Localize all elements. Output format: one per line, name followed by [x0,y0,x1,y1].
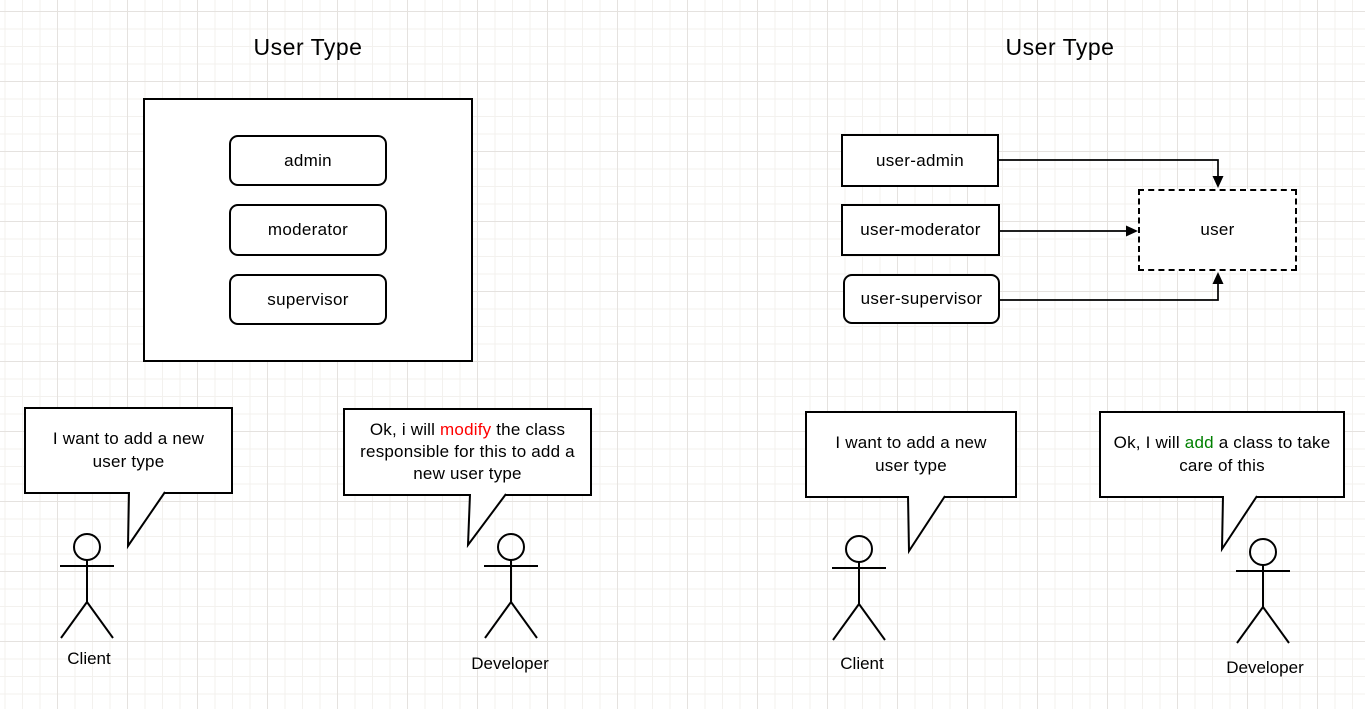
left-diagram-title: User Type [253,34,363,60]
left-client-speech-text: I want to add a new user type [52,429,205,471]
arrow-user-admin-to-user[interactable] [999,159,1224,188]
right-developer-label: Developer [1226,658,1304,677]
left-box-admin-label: admin [284,150,332,170]
right-diagram-title: User Type [1005,34,1115,60]
left-client-figure[interactable] [57,532,117,640]
left-developer-label: Developer [471,654,549,673]
right-box-user-label: user [1200,220,1235,239]
right-client-figure[interactable] [829,534,889,642]
right-box-user[interactable]: user [1138,189,1297,271]
left-client-label: Client [67,649,111,668]
right-box-user-supervisor[interactable]: user-supervisor [843,274,1000,324]
right-client-label: Client [840,654,884,673]
right-client-speech-bubble[interactable]: I want to add a new user type [805,411,1017,498]
modify-highlight: modify [440,419,492,439]
right-client-speech-text: I want to add a new user type [835,433,987,475]
left-developer-speech-text: Ok, i will modify the class responsible … [360,419,575,484]
left-box-supervisor-label: supervisor [267,289,349,309]
left-developer-bubble-tail [466,493,507,549]
right-developer-bubble-tail [1220,495,1258,553]
right-box-user-supervisor-label: user-supervisor [860,289,983,308]
right-developer-figure[interactable] [1233,537,1293,645]
left-client-bubble-tail [126,491,166,550]
right-box-user-moderator-label: user-moderator [860,220,981,239]
right-box-user-moderator[interactable]: user-moderator [841,204,1000,256]
left-client-speech-bubble[interactable]: I want to add a new user type [24,407,233,494]
add-highlight: add [1184,433,1214,453]
left-box-admin[interactable]: admin [229,135,387,186]
right-box-user-admin-label: user-admin [875,150,965,170]
left-developer-speech-bubble[interactable]: Ok, i will modify the class responsible … [343,408,592,496]
right-developer-speech-bubble[interactable]: Ok, I will add a class to take care of t… [1099,411,1345,498]
right-diagram-connectors[interactable] [995,130,1315,315]
left-developer-figure[interactable] [481,532,541,640]
right-developer-speech-text: Ok, I will add a class to take care of t… [1113,433,1331,475]
figure-head [73,533,101,561]
right-client-bubble-tail [907,495,946,555]
left-box-moderator[interactable]: moderator [229,204,387,256]
arrow-user-supervisor-to-user[interactable] [1000,272,1224,301]
right-box-user-admin[interactable]: user-admin [841,134,999,187]
arrow-user-moderator-to-user[interactable] [1000,225,1138,237]
left-box-moderator-label: moderator [267,220,349,239]
left-box-supervisor[interactable]: supervisor [229,274,387,325]
